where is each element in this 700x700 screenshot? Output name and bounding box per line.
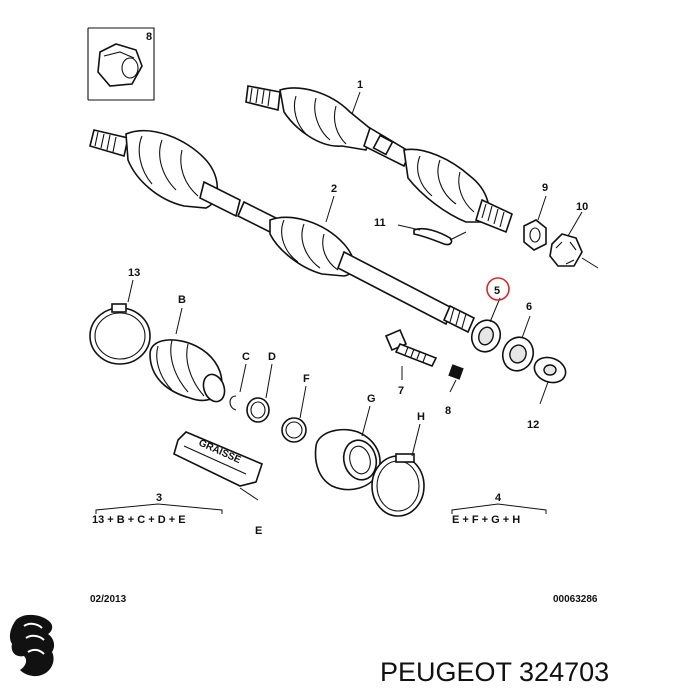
- date-code: 02/2013: [90, 594, 127, 605]
- clamp-13: [89, 303, 151, 365]
- driveshaft-2: [89, 129, 476, 334]
- callout-12: 12: [527, 419, 539, 431]
- callout-5-highlight: [486, 277, 510, 301]
- driveshaft-1: [245, 85, 513, 234]
- circlip-C: [229, 395, 237, 411]
- bearing-6: [501, 336, 535, 372]
- leader-lines: [127, 91, 583, 501]
- square-nut-8: [448, 364, 464, 380]
- callout-B: B: [178, 294, 186, 306]
- callout-2: 2: [331, 183, 337, 195]
- ring-D: [246, 397, 270, 423]
- bolt-7: [384, 328, 438, 368]
- callout-F: F: [303, 373, 310, 385]
- circlip-11: [413, 227, 467, 246]
- callout-labels: 8 1 2 11 9 10 5 6 7 8 12 13 B C D F G H …: [128, 31, 588, 537]
- callout-H: H: [417, 411, 425, 423]
- nut-9: [523, 219, 547, 251]
- callout-D: D: [268, 351, 276, 363]
- doc-number: 00063286: [553, 594, 598, 605]
- callout-5: 5: [494, 285, 500, 297]
- callout-8: 8: [445, 405, 451, 417]
- kit-4-contents: E + F + G + H: [452, 514, 520, 526]
- callout-13: 13: [128, 267, 140, 279]
- clamp-H: [371, 453, 425, 517]
- callout-7: 7: [398, 385, 404, 397]
- kit-3-contents: 13 + B + C + D + E: [92, 514, 186, 526]
- boot-B: [149, 339, 226, 403]
- kit-4-group: 4 E + F + G + H: [451, 492, 547, 526]
- callout-G: G: [367, 393, 376, 405]
- kit-4-number: 4: [495, 492, 502, 504]
- washer-12: [533, 356, 567, 384]
- brand-part-number: PEUGEOT 324703: [380, 657, 609, 687]
- peugeot-lion-logo: [9, 614, 55, 677]
- bearing-5: [470, 319, 502, 353]
- kit-3-number: 3: [156, 492, 162, 504]
- callout-1: 1: [357, 79, 363, 91]
- boot-G: [314, 428, 381, 491]
- callout-10: 10: [576, 201, 588, 213]
- kit-3-group: 3 13 + B + C + D + E: [92, 492, 223, 526]
- callout-E: E: [255, 525, 262, 537]
- ring-F: [281, 417, 307, 443]
- nut-inset: [87, 27, 155, 101]
- callout-6: 6: [526, 301, 532, 313]
- callout-9: 9: [542, 182, 548, 194]
- callout-11: 11: [374, 217, 386, 229]
- callout-C: C: [242, 351, 250, 363]
- callout-8-inset: 8: [146, 31, 152, 43]
- grease-packet-E: GRAISSE: [173, 431, 263, 487]
- nut-10: [549, 233, 599, 269]
